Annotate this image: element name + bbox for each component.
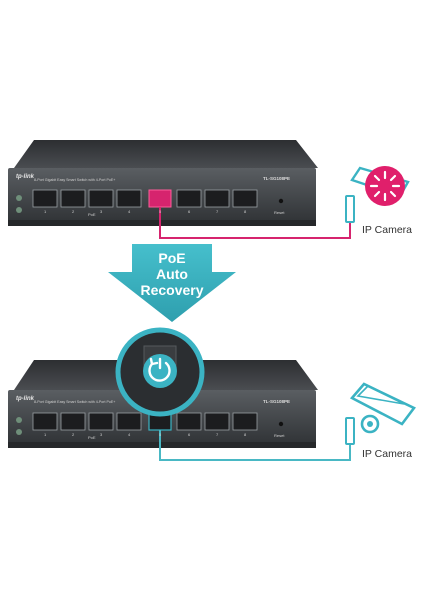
port-3 [88,189,114,208]
loading-spinner-icon [369,170,401,202]
switch-top [8,140,318,226]
port-number-label: 7 [216,432,219,437]
poe-label: PoE [88,435,96,440]
banner-line-3: Recovery [140,282,204,298]
port-row-bottom [32,412,258,431]
port-number-label: 4 [128,209,131,214]
port-1 [32,189,58,208]
camera-top [345,166,410,223]
port-number-label: 2 [72,209,75,214]
port-number-label: 1 [44,209,47,214]
poe-max-led [16,207,22,213]
power-restart-icon [148,357,171,382]
model-label: TL-SG108PE [263,399,291,404]
reset-button-hole [278,421,284,427]
recovery-magnifier [115,327,205,417]
cable-bottom-link [159,430,351,461]
brand-logo: tp-link [16,396,34,402]
port-1 [32,412,58,431]
port-number-label: 3 [100,209,103,214]
reset-label: Reset [274,210,285,215]
port-4 [116,189,142,208]
port-number-label: 7 [216,209,219,214]
port-2 [60,189,86,208]
camera-bottom-mount [345,417,355,445]
port-6 [176,189,202,208]
port-number-label: 6 [188,209,191,214]
camera-top-label: IP Camera [362,224,412,236]
switch-bottom-base [8,442,316,448]
camera-bottom-label: IP Camera [362,448,412,460]
camera-bottom-body [349,382,416,426]
reset-label: Reset [274,433,285,438]
brand-logo: tp-link [16,174,34,180]
cable-top-fault [159,207,351,239]
port-number-label: 8 [244,432,247,437]
port-number-label: 3 [100,432,103,437]
port-2 [60,412,86,431]
banner-line-2: Auto [156,266,188,282]
switch-description: 8-Port Gigabit Easy Smart Switch with 4-… [34,400,116,404]
port-number-label: 2 [72,432,75,437]
port-8 [232,189,258,208]
port-number-label: 4 [128,432,131,437]
port-7 [204,189,230,208]
port-3 [88,412,114,431]
port-8 [232,412,258,431]
switch-top-base [8,220,316,226]
port-7 [204,412,230,431]
power-led [16,195,22,201]
switch-description: 8-Port Gigabit Easy Smart Switch with 4-… [34,178,116,182]
switch-top-lid [14,140,318,168]
reset-button-hole [278,198,284,204]
camera-top-mount [345,195,355,223]
port-number-label: 1 [44,432,47,437]
banner-line-1: PoE [158,250,186,266]
poe-label: PoE [88,212,96,217]
port-4 [116,412,142,431]
model-label: TL-SG108PE [263,176,291,181]
port-6 [176,412,202,431]
security-camera-icon [345,382,416,445]
port-5-fault [148,189,172,208]
port-number-label: 6 [188,432,191,437]
poe-max-led [16,429,22,435]
power-led [16,417,22,423]
poe-recovery-arrow [108,244,236,322]
port-number-label: 5 [159,209,162,214]
port-number-label: 8 [244,209,247,214]
port-number-label: 5 [159,432,162,437]
port-row-top [32,189,258,208]
poe-recovery-banner: PoE Auto Recovery [132,250,212,298]
